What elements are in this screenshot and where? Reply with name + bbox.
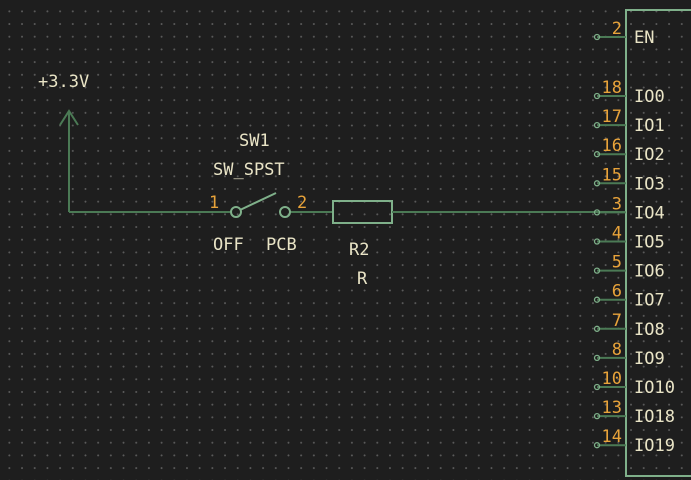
ic-pin-io2[interactable]: 16 IO2 — [593, 136, 665, 165]
ic-pin-name: IO1 — [634, 116, 665, 136]
ic-pin-io10[interactable]: 10 IO10 — [593, 369, 675, 398]
ic-pin-io1[interactable]: 17 IO1 — [593, 107, 665, 136]
ic-body[interactable] — [625, 9, 691, 477]
ic-pin-en[interactable]: 2 EN — [593, 19, 655, 48]
ic-pin-io18[interactable]: 13 IO18 — [593, 398, 675, 427]
power-label: +3.3V — [38, 72, 89, 92]
ic-pin-number: 6 — [612, 282, 622, 302]
ic-pin-endpoint — [593, 151, 601, 158]
ic-pin-number: 4 — [612, 224, 622, 244]
ic-pin-io7[interactable]: 6 IO7 — [593, 282, 665, 311]
switch-sw1[interactable]: SW1 SW_SPST 1 2 OFF PCB — [209, 131, 307, 255]
ic-pin-name: IO3 — [634, 174, 665, 194]
ic-pin-io5[interactable]: 4 IO5 — [593, 224, 665, 253]
ic-pin-io3[interactable]: 15 IO3 — [593, 165, 665, 194]
ic-pin-number: 15 — [602, 165, 622, 185]
ic-pin-endpoint — [593, 180, 601, 187]
ic-pin-name: IO10 — [634, 378, 675, 398]
switch-footprint-left: OFF — [213, 235, 244, 255]
ic-pin-number: 13 — [602, 398, 622, 418]
ic-pin-number: 18 — [602, 78, 622, 98]
resistor-r2[interactable]: R2 R — [332, 200, 393, 289]
switch-contact-right — [279, 206, 291, 218]
switch-pin2-number: 2 — [297, 193, 307, 213]
ic-pin-name: IO19 — [634, 436, 675, 456]
ic-pin-endpoint — [593, 267, 601, 274]
ic-pin-io6[interactable]: 5 IO6 — [593, 253, 665, 282]
switch-reference: SW1 — [239, 131, 270, 151]
ic-pin-name: IO8 — [634, 320, 665, 340]
ic-pin-endpoint — [593, 121, 601, 129]
resistor-body — [332, 200, 393, 224]
ic-pin-number: 5 — [612, 253, 622, 273]
power-symbol-3v3[interactable]: +3.3V — [38, 72, 89, 212]
ic-pin-name: IO4 — [634, 203, 665, 223]
switch-value: SW_SPST — [213, 160, 285, 180]
ic-pin-endpoint — [593, 412, 601, 420]
ic-pin-number: 10 — [602, 369, 622, 389]
switch-lever — [239, 192, 277, 211]
ic-pin-name: IO2 — [634, 145, 665, 165]
ic-pin-io4[interactable]: 3 IO4 — [593, 194, 665, 223]
ic-pin-endpoint — [593, 209, 601, 216]
ic-pin-io9[interactable]: 8 IO9 — [593, 340, 665, 369]
ic-pin-number: 7 — [612, 311, 622, 331]
ic-pin-endpoint — [593, 92, 601, 100]
ic-pin-io8[interactable]: 7 IO8 — [593, 311, 665, 340]
ic-pin-name: IO18 — [634, 407, 675, 427]
ic-pin-name: EN — [634, 28, 654, 48]
ic-pin-name: IO0 — [634, 87, 665, 107]
ic-pin-io0[interactable]: 18 IO0 — [593, 78, 665, 107]
resistor-reference: R2 — [349, 240, 369, 260]
ic-pin-number: 8 — [612, 340, 622, 360]
ic-pin-endpoint — [593, 325, 601, 332]
ic-pin-name: IO5 — [634, 233, 665, 253]
ic-pin-number: 3 — [612, 194, 622, 214]
ic-pin-endpoint — [593, 383, 601, 391]
ic-pin-endpoint — [593, 296, 601, 303]
ic-pin-endpoint — [593, 238, 601, 245]
ic-pin-name: IO9 — [634, 349, 665, 369]
ic-pin-number: 2 — [612, 19, 622, 39]
ic-pin-number: 14 — [602, 427, 622, 447]
switch-pin1-number: 1 — [209, 193, 219, 213]
switch-footprint-right: PCB — [266, 235, 297, 255]
ic-pin-io19[interactable]: 14 IO19 — [593, 427, 675, 456]
ic-pin-endpoint — [593, 354, 601, 362]
ic-pin-endpoint — [593, 33, 601, 41]
ic-pin-name: IO7 — [634, 291, 665, 311]
switch-contact-left — [230, 206, 242, 218]
ic-pin-endpoint — [593, 442, 601, 449]
ic-pin-number: 17 — [602, 107, 622, 127]
ic-pin-name: IO6 — [634, 262, 665, 282]
ic-pin-number: 16 — [602, 136, 622, 156]
resistor-value: R — [357, 269, 368, 289]
